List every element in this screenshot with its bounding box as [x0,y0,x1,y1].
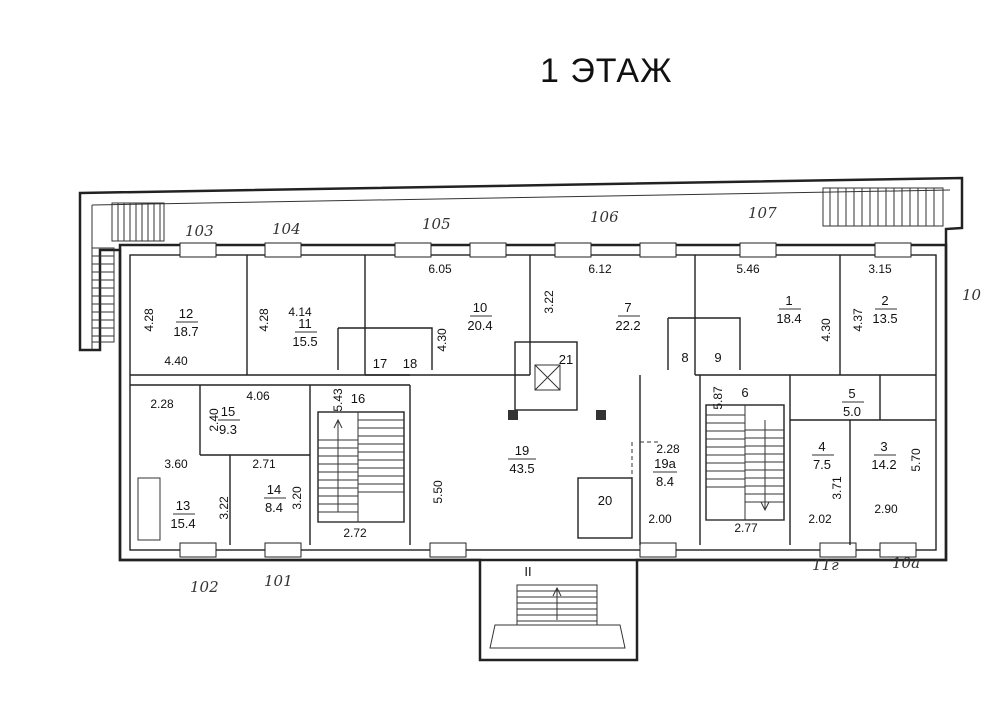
room-area: 18.4 [776,311,801,326]
dimension-labels: 6.05 6.12 5.46 3.15 4.28 4.40 4.14 4.28 … [142,262,923,540]
room-area: 8.4 [656,474,674,489]
handwritten-room-number: 101 [264,572,293,590]
building-walls [118,243,948,562]
handwritten-room-number: 104 [272,220,301,238]
windows-top [179,242,912,258]
room-number: 8 [681,350,688,365]
handwritten-notes: 103 104 105 106 107 102 101 10 11г 10а [185,204,982,596]
dimension-label: 4.06 [246,389,270,403]
terrace-stair-left [91,202,165,343]
dimension-label: 3.15 [868,262,892,276]
dimension-label: 2.40 [207,408,221,432]
room-number: 6 [741,385,748,400]
dimension-label: 4.30 [435,328,449,352]
dimension-label: 5.46 [736,262,760,276]
room-number: 7 [624,300,631,315]
dimension-label: 6.12 [588,262,612,276]
room-number: 11 [298,316,312,331]
outer-boundary [78,176,964,662]
room-number: 12 [179,306,193,321]
dimension-label: 4.14 [288,305,312,319]
room-number: 21 [559,352,573,367]
dimension-label: 5.87 [711,386,725,410]
room-area: 18.7 [173,324,198,339]
dimension-label: 2.00 [648,512,672,526]
room-area: 8.4 [265,500,283,515]
dimension-label: 2.77 [734,521,758,535]
dimension-label: 2.72 [343,526,367,540]
room-number: 2 [881,293,888,308]
room-number: 15 [221,404,235,419]
room-number: 18 [403,356,417,371]
dimension-label: 2.71 [252,457,276,471]
room-number: 17 [373,356,387,371]
room-area: 13.5 [872,311,897,326]
handwritten-room-number: 10 [962,286,982,304]
room-area: 9.3 [219,422,237,437]
dimension-label: 5.43 [331,388,345,412]
room-area: 7.5 [813,457,831,472]
dimension-label: 3.20 [290,486,304,510]
entrance-label: II [524,564,531,579]
room-number: 9 [714,350,721,365]
dimension-label: 4.37 [851,308,865,332]
dimension-label: 2.02 [808,512,832,526]
room-number: 20 [598,493,612,508]
dimension-label: 4.30 [819,318,833,342]
stair-6 [705,404,785,521]
handwritten-room-number: 103 [185,222,214,240]
dimension-label: 5.70 [909,448,923,472]
entrance-stair [489,584,626,649]
dimension-label: 4.40 [164,354,188,368]
room-number: 16 [351,391,365,406]
dimension-label: 4.28 [257,308,271,332]
handwritten-room-number: 11г [812,556,839,574]
room-number: 19 [515,443,529,458]
dimension-label: 5.50 [431,480,445,504]
room-number: 1 [785,293,792,308]
room-number: 19а [654,456,676,471]
room-area: 43.5 [509,461,534,476]
stair-16 [317,411,405,523]
room-area: 20.4 [467,318,492,333]
interior-partitions [130,255,936,545]
room-area: 22.2 [615,318,640,333]
handwritten-room-number: 107 [748,204,777,222]
dimension-label: 3.60 [164,457,188,471]
room-number: 5 [848,386,855,401]
room-area: 15.4 [170,516,195,531]
terrace-stair-right [822,187,944,227]
dimension-label: 2.90 [874,502,898,516]
dimension-label: 4.28 [142,308,156,332]
room-number: 3 [880,439,887,454]
handwritten-room-number: 106 [590,208,619,226]
handwritten-room-number: 10а [892,554,920,572]
dimension-label: 3.71 [830,476,844,500]
terrace-inner-line [91,189,951,206]
handwritten-room-number: 105 [422,215,451,233]
windows-bottom [179,542,917,558]
room-number: 14 [267,482,281,497]
building-inner-wall [129,254,937,551]
handwritten-room-number: 102 [190,578,219,596]
room-number: 10 [473,300,487,315]
room-labels: 12 18.7 11 15.5 10 20.4 7 22.2 1 18.4 2 … [170,293,897,531]
room-area: 15.5 [292,334,317,349]
room-number: 4 [818,439,825,454]
dimension-label: 2.28 [150,397,174,411]
room-number: 13 [176,498,190,513]
dimension-label: 6.05 [428,262,452,276]
room-area: 5.0 [843,404,861,419]
dimension-label: 3.22 [542,290,556,314]
floor-title: 1 ЭТАЖ [540,52,673,90]
dimension-label: 2.28 [656,442,680,456]
room-area: 14.2 [871,457,896,472]
dimension-label: 3.22 [217,496,231,520]
